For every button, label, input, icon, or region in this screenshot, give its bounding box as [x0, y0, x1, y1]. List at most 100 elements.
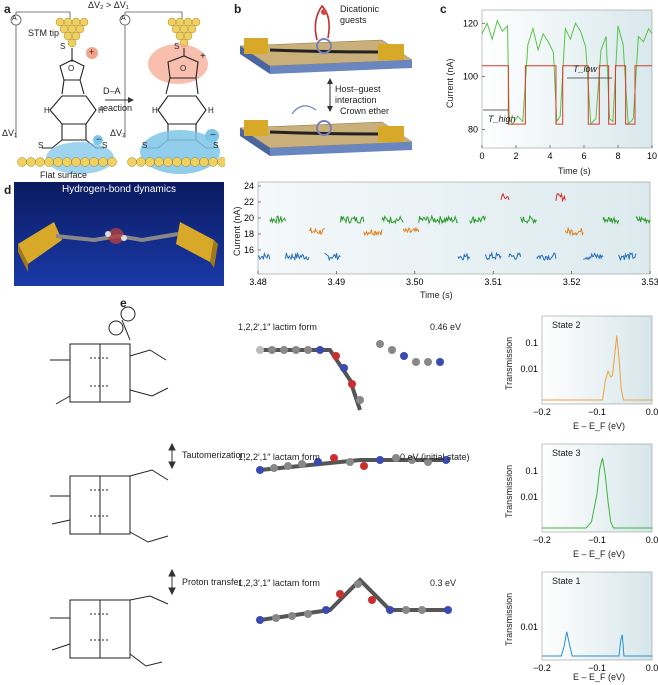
dv2-label: ΔV₂: [110, 128, 126, 138]
atom-o-left: O: [68, 64, 75, 73]
chart-d-segment-5: [339, 215, 365, 225]
model-lactam-3: [256, 577, 452, 624]
chart-d-segment-12: [484, 251, 502, 261]
panel-e-label: e: [120, 296, 127, 310]
atom-o-right: O: [180, 64, 187, 73]
state-label-3: State 3: [552, 448, 581, 458]
panel-d-label: d: [4, 183, 12, 197]
stm-tip-left: [55, 17, 89, 48]
trans-xtick-2-2: 0.0: [646, 663, 658, 673]
chart-d-ytick-label-3: 22: [244, 197, 254, 207]
plus-sign-right: +: [200, 51, 206, 62]
ammeter-icon-right: [119, 14, 131, 26]
chart-d-segment-8: [402, 226, 420, 234]
chart-d-xtick-label-1: 3.49: [328, 277, 346, 287]
chart-c-annotations: [483, 77, 612, 111]
chart-d-segment-4: [324, 252, 341, 262]
trans-xtick-0-1: −0.1: [588, 407, 606, 417]
structure-lactim: [50, 306, 169, 405]
atom-s-left-1: S: [38, 141, 44, 150]
chart-d-segment-16: [536, 252, 557, 261]
chart-d-segment-6: [363, 229, 383, 237]
trans-series-1-0: [542, 457, 652, 529]
form-label-state1: 1,2,3′,1″ lactam form: [238, 578, 320, 588]
panel-e-structures: [50, 306, 176, 667]
chart-c-series-1: [482, 65, 652, 125]
chart-c-lines: [481, 19, 653, 126]
t-high-label: T_high: [488, 114, 516, 124]
chart-d-xtick-label-5: 3.53: [641, 277, 658, 287]
chart-c-xtick-label-4: 8: [615, 151, 620, 161]
trans-ytick-2-0: 0.01: [520, 622, 538, 632]
model-lactam: [256, 454, 450, 474]
reaction-label-2: reaction: [100, 103, 133, 113]
chart-d-segment-21: [618, 251, 637, 262]
trans-xtick-1-1: −0.1: [588, 535, 606, 545]
atom-s-right-1: S: [142, 141, 148, 150]
chart-d-xtick-label-3: 3.51: [484, 277, 502, 287]
flat-surface-label: Flat surface: [40, 170, 88, 180]
chart-d-segment-14: [508, 252, 522, 261]
panel-b-label: b: [234, 2, 242, 16]
trans-xtick-0-2: 0.0: [646, 407, 658, 417]
proton-transfer-label: Proton transfer: [182, 577, 242, 587]
chart-d-ylabel: Current (nA): [232, 206, 242, 256]
crown-ether-label: Crown ether: [340, 106, 390, 116]
chart-d-segment-10: [457, 252, 471, 262]
trans-xtick-0-0: −0.2: [533, 407, 551, 417]
plus-charge-left: [86, 47, 98, 59]
atom-h-left-1: H: [44, 106, 50, 115]
model-lactim: [256, 340, 444, 411]
ammeter-icon-left: [10, 14, 22, 26]
energy-label-state3: 0 eV (initial state): [400, 452, 470, 462]
panel-a-illustration: [10, 11, 225, 174]
t-low-label: T_low: [573, 64, 598, 74]
chart-c-ylabel: Current (nA): [445, 58, 455, 108]
dicationic-label-1: Dicationic: [340, 4, 380, 14]
dv1-label: ΔV₁: [2, 128, 18, 138]
trans-xtick-2-0: −0.2: [533, 663, 551, 673]
chart-d-xtick-label-0: 3.48: [249, 277, 267, 287]
trans-xlabel-3: E – E_F (eV): [573, 672, 626, 682]
minus-sign-left: −: [96, 134, 102, 144]
chart-d-segment-13: [500, 192, 510, 201]
chart-c-xtick-label-1: 2: [513, 151, 518, 161]
chart-d-segment-19: [583, 252, 604, 261]
chart-c-xtick-label-5: 10: [647, 151, 657, 161]
chart-d-segment-0: [257, 251, 271, 261]
chart-d-segment-17: [555, 192, 566, 203]
energy-label-state2: 0.46 eV: [430, 322, 462, 332]
state-label-1: State 1: [552, 576, 581, 586]
structure-lactam-3: [50, 595, 169, 667]
chart-d-segment-1: [269, 215, 286, 225]
atom-s-right-2: S: [213, 141, 219, 150]
atom-h-left-2: H: [98, 106, 104, 115]
chart-d-segment-22: [635, 215, 651, 225]
trans-xtick-2-1: −0.1: [588, 663, 606, 673]
host-guest-label-2: interaction: [335, 95, 377, 105]
chart-c-xtick-label-3: 6: [581, 151, 586, 161]
minus-charge-right: [205, 129, 219, 143]
panel-b-illustration: [239, 4, 413, 156]
atom-h-right-1: H: [152, 106, 158, 115]
stm-tip-label: STM tip: [28, 28, 60, 38]
chart-d-segment-2: [284, 251, 310, 262]
trans-plot-bg-state1: [541, 571, 653, 661]
chart-d-xtick-label-2: 3.50: [406, 277, 424, 287]
chart-c-ytick-label-0: 80: [468, 124, 478, 134]
chart-d-segment-11: [469, 215, 486, 224]
trans-lines: [542, 335, 652, 657]
device-bottom: [239, 105, 413, 156]
atom-s-tip-right: S: [174, 42, 180, 51]
stm-tip-right: [167, 17, 201, 48]
minus-charge-left: [93, 135, 103, 145]
right-surface: [127, 130, 225, 174]
plus-charge-cloud-right: [148, 44, 208, 84]
form-label-state2: 1,2,2′,1″ lactim form: [238, 322, 317, 332]
chart-d-ytick-label-0: 16: [244, 245, 254, 255]
trans-xlabel-2: E – E_F (eV): [573, 549, 626, 559]
